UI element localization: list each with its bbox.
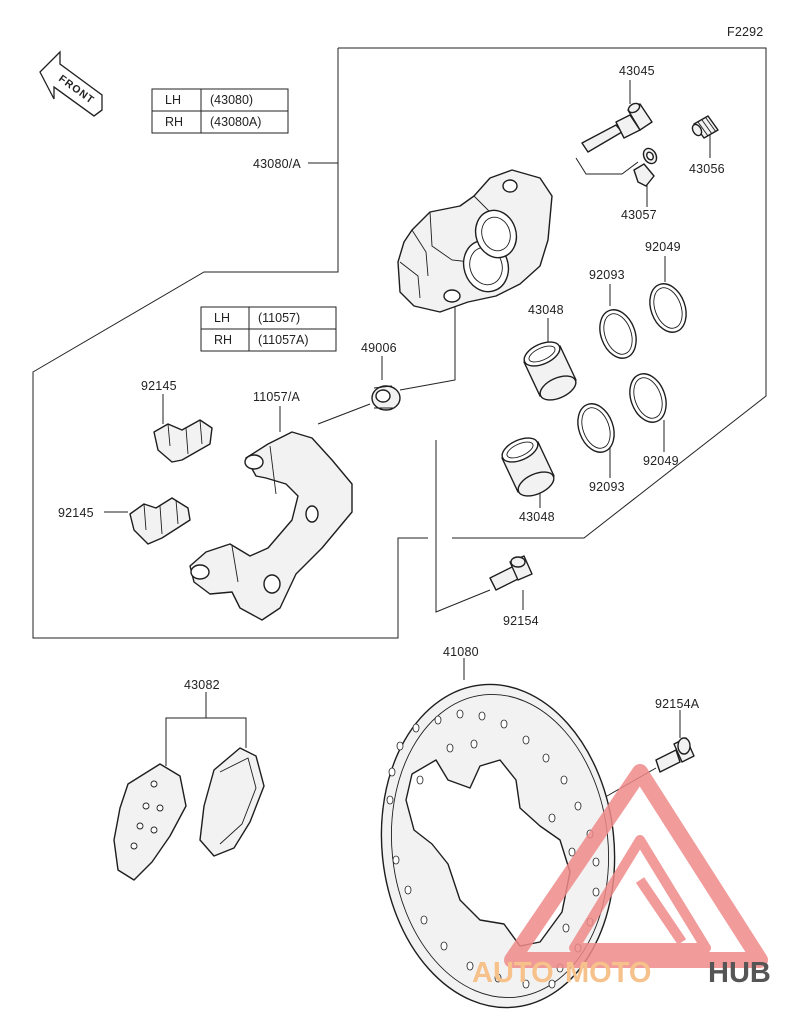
brake-pad-right-part bbox=[199, 747, 265, 857]
watermark-logo bbox=[504, 764, 768, 968]
bracket-rh-side: RH bbox=[214, 333, 232, 347]
caliper-rh-code: (43080A) bbox=[210, 115, 261, 129]
label-43045: 43045 bbox=[619, 64, 655, 78]
pin-bolt-part bbox=[581, 102, 653, 153]
seal-92049-lower bbox=[629, 373, 667, 423]
label-caliper-assy: 43080/A bbox=[253, 157, 301, 171]
pad-spring-upper-part bbox=[153, 419, 213, 463]
label-92093-lower: 92093 bbox=[589, 480, 625, 494]
assembly-frame-lines bbox=[32, 47, 767, 639]
label-92093-upper: 92093 bbox=[589, 268, 625, 282]
caliper-body-part bbox=[397, 169, 553, 313]
label-43057: 43057 bbox=[621, 208, 657, 222]
seal-92093-lower bbox=[577, 403, 615, 453]
label-43048-upper: 43048 bbox=[528, 303, 564, 317]
caliper-side-table: LH (43080) RH (43080A) bbox=[151, 88, 289, 134]
bleeder-cap-part bbox=[633, 147, 658, 187]
piston-upper-part bbox=[523, 341, 577, 401]
caliper-bracket-part bbox=[189, 431, 353, 621]
label-11057a: 11057/A bbox=[253, 390, 301, 404]
label-92154: 92154 bbox=[503, 614, 539, 628]
bracket-bolt-part bbox=[489, 555, 533, 591]
disc-bolt-part bbox=[655, 737, 695, 773]
bleeder-valve-part bbox=[691, 115, 719, 139]
bracket-rh-code: (11057A) bbox=[258, 333, 309, 347]
label-92049-lower: 92049 bbox=[643, 454, 679, 468]
bracket-lh-side: LH bbox=[214, 311, 230, 325]
watermark-auto: AUTO bbox=[472, 957, 554, 989]
label-43082: 43082 bbox=[184, 678, 220, 692]
brake-pad-left-part bbox=[113, 763, 187, 881]
label-49006: 49006 bbox=[361, 341, 397, 355]
bracket-lh-code: (11057) bbox=[258, 311, 300, 325]
pad-spring-lower-part bbox=[129, 497, 191, 545]
boot-part bbox=[371, 385, 401, 411]
label-92049-upper: 92049 bbox=[645, 240, 681, 254]
label-43048-lower: 43048 bbox=[519, 510, 555, 524]
watermark-moto: MOTO bbox=[565, 957, 651, 989]
bracket-side-table: LH (11057) RH (11057A) bbox=[200, 306, 337, 352]
label-92145-lower: 92145 bbox=[58, 506, 94, 520]
caliper-lh-side: LH bbox=[165, 93, 181, 107]
watermark-hub: HUB bbox=[708, 957, 771, 989]
label-43056: 43056 bbox=[689, 162, 725, 176]
front-arrow-badge: FRONT bbox=[39, 50, 103, 117]
seal-92093-upper bbox=[599, 309, 637, 359]
watermark-text: AUTO MOTO HUB bbox=[472, 957, 771, 989]
caliper-rh-side: RH bbox=[165, 115, 183, 129]
figure-code: F2292 bbox=[727, 25, 763, 39]
label-41080: 41080 bbox=[443, 645, 479, 659]
caliper-lh-code: (43080) bbox=[210, 93, 253, 107]
piston-lower-part bbox=[501, 437, 555, 497]
label-92145-upper: 92145 bbox=[141, 379, 177, 393]
label-92154a: 92154A bbox=[655, 697, 700, 711]
part-labels: 43080/A 43045 43056 43057 92049 92093 43… bbox=[58, 64, 725, 711]
seal-92049-upper bbox=[649, 283, 687, 333]
brake-disc-part bbox=[380, 683, 616, 1009]
